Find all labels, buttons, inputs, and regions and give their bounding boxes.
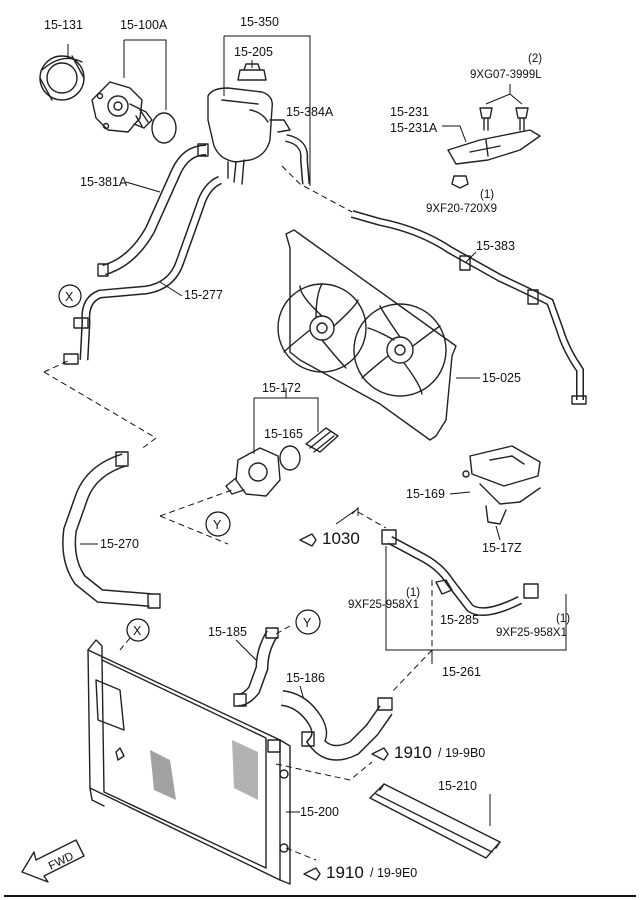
- svg-text:X: X: [133, 624, 142, 638]
- reference-1910-19-9B0[interactable]: 1910 / 19-9B0: [371, 743, 485, 762]
- label-qty-2: (2): [528, 53, 542, 65]
- label-15-350: 15-350: [240, 15, 279, 29]
- thermostat: [305, 427, 339, 453]
- label-15-100A: 15-100A: [120, 18, 168, 32]
- label-9XG07-3999L: 9XG07-3999L: [470, 69, 542, 81]
- label-15-165: 15-165: [264, 427, 303, 441]
- label-15-131: 15-131: [44, 18, 83, 32]
- water-pump-gasket: [151, 112, 177, 144]
- label-15-185: 15-185: [208, 625, 247, 639]
- marker-y-mid: Y: [205, 511, 231, 537]
- label-15-381A: 15-381A: [80, 175, 128, 189]
- reservoir-hose-15-384A: [285, 134, 310, 185]
- marker-y-bottom: Y: [295, 609, 321, 635]
- label-9XF20-720X9: 9XF20-720X9: [426, 203, 497, 215]
- hose-15-186: [280, 690, 393, 761]
- svg-text:Y: Y: [213, 518, 222, 532]
- label-qty-1-left: (1): [406, 587, 420, 599]
- label-15-383: 15-383: [476, 239, 515, 253]
- label-15-210: 15-210: [438, 779, 477, 793]
- marker-x-bottom: X: [126, 618, 150, 642]
- svg-text:FWD: FWD: [47, 850, 76, 872]
- label-15-231A: 15-231A: [390, 121, 438, 135]
- label-15-261: 15-261: [442, 665, 481, 679]
- pipe-15-383: [350, 210, 587, 405]
- label-15-205: 15-205: [234, 45, 273, 59]
- svg-text:/ 19-9B0: / 19-9B0: [438, 746, 485, 760]
- pipe-15-261: [387, 536, 523, 617]
- svg-text:1910: 1910: [326, 863, 364, 882]
- svg-text:X: X: [65, 290, 74, 304]
- hose-15-185: [233, 627, 279, 707]
- label-qty-1-top: (1): [480, 189, 494, 201]
- reservoir-cap: [237, 63, 267, 81]
- nut-9XF20: [451, 175, 469, 189]
- label-15-172: 15-172: [262, 381, 301, 395]
- reference-1910-19-9E0[interactable]: 1910 / 19-9E0: [303, 863, 417, 882]
- label-15-270: 15-270: [100, 537, 139, 551]
- label-15-231: 15-231: [390, 105, 429, 119]
- hose-15-381A: [97, 143, 209, 277]
- svg-text:1030: 1030: [322, 529, 360, 548]
- bracket-15-231: [447, 129, 541, 165]
- thermostat-gasket: [279, 445, 301, 471]
- label-15-025: 15-025: [482, 371, 521, 385]
- bolts-9XG07: [479, 107, 529, 131]
- radiator-15-200: [87, 639, 291, 885]
- water-pump: [91, 81, 153, 133]
- water-outlet-15-169: [462, 445, 541, 525]
- label-9XF25-958X1-left: 9XF25-958X1: [348, 599, 419, 611]
- cooling-fan-assembly: [277, 229, 457, 441]
- label-15-277: 15-277: [184, 288, 223, 302]
- hose-15-277: [63, 175, 223, 365]
- coolant-reservoir: [207, 87, 291, 185]
- clamp-right: [523, 583, 539, 599]
- reference-1030[interactable]: 1030: [299, 529, 360, 548]
- label-qty-1-right: (1): [556, 613, 570, 625]
- label-15-384A: 15-384A: [286, 105, 334, 119]
- water-pump-pulley-ring: [39, 55, 85, 101]
- svg-text:1910: 1910: [394, 743, 432, 762]
- label-15-17Z: 15-17Z: [482, 541, 522, 555]
- clamp-left: [381, 529, 397, 545]
- thermostat-housing: [225, 447, 281, 497]
- hose-15-270: [62, 451, 161, 609]
- label-15-169: 15-169: [406, 487, 445, 501]
- forward-direction-arrow: FWD: [21, 839, 85, 883]
- svg-text:Y: Y: [303, 616, 312, 630]
- label-15-186: 15-186: [286, 671, 325, 685]
- radiator-seal-15-210: [369, 783, 501, 859]
- label-9XF25-958X1-right: 9XF25-958X1: [496, 627, 567, 639]
- label-15-285: 15-285: [440, 613, 479, 627]
- svg-text:/ 19-9E0: / 19-9E0: [370, 866, 417, 880]
- clip-15-285: [435, 579, 453, 595]
- marker-x-top: X: [58, 284, 82, 308]
- label-15-200: 15-200: [300, 805, 339, 819]
